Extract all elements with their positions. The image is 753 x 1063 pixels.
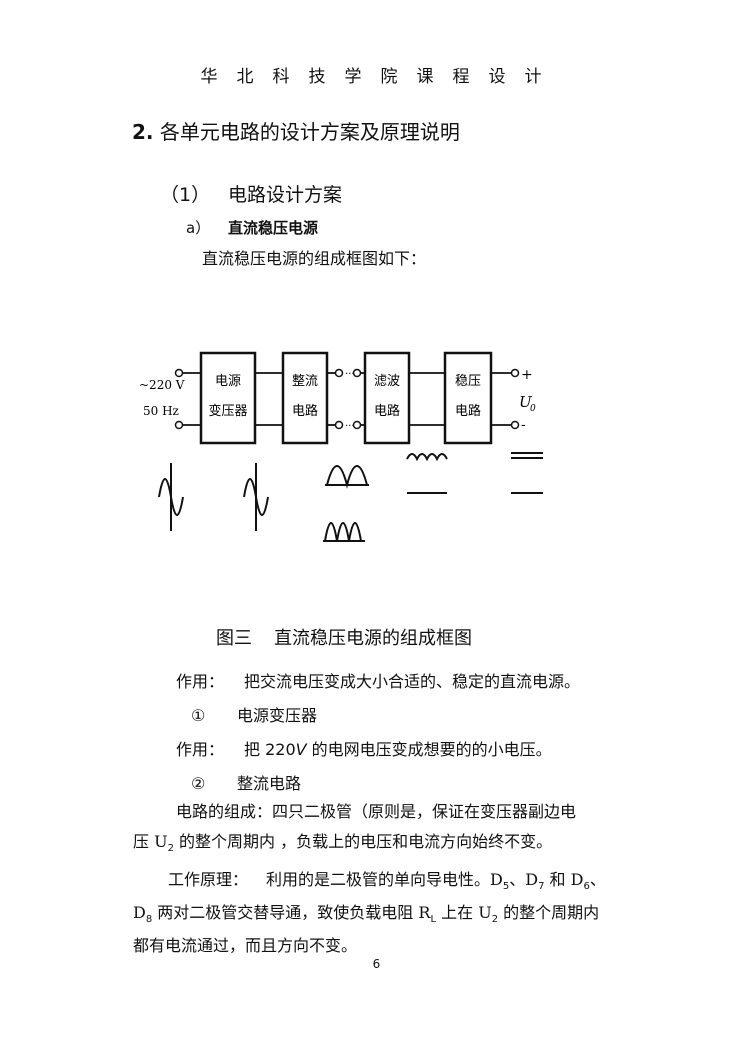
block-transformer-line1: 电源: [215, 374, 241, 389]
subsection-title: 电路设计方案: [228, 184, 343, 206]
block-filter: [363, 351, 411, 445]
sub-d8: 8: [145, 914, 153, 926]
block-regulator-line1: 稳压: [455, 373, 481, 389]
running-header: 华北科技学院课程设计: [200, 67, 561, 87]
input-terminal-top: [174, 368, 184, 378]
para2-l2-pre: D: [133, 903, 146, 922]
output-plus-sign: +: [521, 367, 533, 383]
para2-l2-mid: 两对二极管交替导通，致使负载电阻 R: [152, 903, 431, 922]
function-line-2: 作用： 把 220V 的电网电压变成想要的的小电压。: [176, 736, 552, 760]
para1-sub: 2: [167, 843, 174, 855]
para2-l1-mid1: 、D: [509, 870, 539, 889]
para2-l2-mid2: 上在 U: [436, 903, 492, 922]
function-line-1: 作用： 把交流电压变成大小合适的、稳定的直流电源。: [176, 668, 580, 692]
item-text-2: 整流电路: [237, 774, 302, 793]
intro-text: 直流稳压电源的组成框图如下：: [202, 249, 427, 268]
output-voltage-symbol: U: [519, 393, 533, 411]
figure-label: 图三: [216, 628, 252, 649]
para1-post: 的整个周期内 ，负载上的电压和电流方向始终不变。: [173, 832, 553, 851]
subsubsection-heading: a） 直流稳压电源: [186, 217, 318, 238]
item-marker-1: ①: [191, 706, 206, 725]
sub-rl: L: [430, 914, 437, 926]
page-number: 6: [372, 957, 381, 971]
para2-l1-end: 、: [589, 870, 606, 889]
paragraph-1-line-1: 电路的组成：四只二极管（原则是，保证在变压器副边电: [176, 802, 577, 821]
block-transformer: [199, 351, 257, 445]
function-label-2: 作用：: [176, 740, 225, 759]
section-heading: 2. 各单元电路的设计方案及原理说明: [132, 116, 460, 145]
item-rectifier: ② 整流电路: [191, 770, 301, 794]
function-text-2-post: 的电网电压变成想要的的小电压。: [306, 740, 552, 759]
output-terminal-minus: [510, 420, 520, 430]
para2-l2-end: 的整个周期内: [498, 903, 600, 922]
paragraph-2-line-1: 工作原理： 利用的是二极管的单向导电性。D5、D7 和 D6、: [168, 866, 606, 892]
paragraph-1-line-2: 压 U2 的整个周期内 ，负载上的电压和电流方向始终不变。: [133, 828, 552, 854]
para2-l1-pre: 利用的是二极管的单向导电性。D: [266, 870, 503, 889]
output-voltage-subscript: 0: [530, 404, 536, 414]
subsection-number: （1）: [160, 184, 211, 206]
block-filter-line2: 电路: [374, 403, 400, 419]
function-label-1: 作用：: [176, 672, 225, 691]
item-transformer: ① 电源变压器: [191, 702, 317, 726]
ripple-wave: [406, 453, 448, 462]
paragraph-2-line-3: 都有电流通过，而且方向不变。: [133, 936, 358, 955]
block-filter-line1: 滤波: [374, 374, 400, 389]
waveforms: [158, 452, 543, 542]
paragraph-2-line-2: D8 两对二极管交替导通，致使负载电阻 RL 上在 U2 的整个周期内: [133, 899, 599, 925]
block-rectifier-line1: 整流: [292, 374, 318, 389]
figure-title: 直流稳压电源的组成框图: [274, 628, 472, 649]
section-number: 2.: [132, 120, 154, 144]
sine-wave-input: [158, 478, 184, 516]
function-text-1: 把交流电压变成大小合适的、稳定的直流电源。: [244, 672, 581, 691]
principle-label: 工作原理：: [168, 870, 249, 889]
sub-d6: 6: [583, 881, 590, 893]
voltage-value: 220: [265, 740, 296, 759]
output-terminal-plus: [510, 368, 520, 378]
function-text-2-pre: 把: [244, 740, 266, 759]
sub-u2: 2: [491, 914, 499, 926]
item-text-1: 电源变压器: [237, 706, 318, 725]
block-regulator: [443, 351, 493, 445]
subsubsection-title: 直流稳压电源: [228, 219, 319, 237]
sine-wave-transformer: [243, 478, 269, 516]
block-rectifier: [281, 351, 329, 445]
para2-l1-mid2: 和 D: [544, 870, 584, 889]
block-transformer-line2: 变压器: [208, 403, 247, 419]
subsubsection-marker: a）: [186, 219, 211, 237]
item-marker-2: ②: [191, 774, 206, 793]
rectified-wave-full: [324, 522, 362, 542]
input-frequency-label: 50 Hz: [143, 404, 179, 418]
input-voltage-label: ~220 V: [139, 378, 185, 392]
figure-caption: 图三 直流稳压电源的组成框图: [216, 624, 472, 650]
block-regulator-line2: 电路: [455, 403, 481, 419]
output-minus-sign: -: [521, 417, 526, 433]
svg-text:···: ···: [345, 421, 355, 432]
voltage-unit: V: [295, 740, 307, 759]
para1-pre: 压 U: [133, 832, 168, 851]
block-rectifier-line2: 电路: [292, 403, 318, 419]
input-terminal-bottom: [174, 420, 184, 430]
section-title: 各单元电路的设计方案及原理说明: [159, 120, 460, 144]
block-diagram: ~220 V 50 Hz 电源 变压器 整流 电路 ··· ··· 滤波 电路 …: [139, 351, 543, 542]
svg-text:···: ···: [345, 369, 355, 380]
sub-d7: 7: [538, 881, 545, 893]
rectified-wave-half: [326, 465, 368, 489]
subsection-heading: （1） 电路设计方案: [160, 180, 342, 207]
sub-d5: 5: [502, 881, 510, 893]
